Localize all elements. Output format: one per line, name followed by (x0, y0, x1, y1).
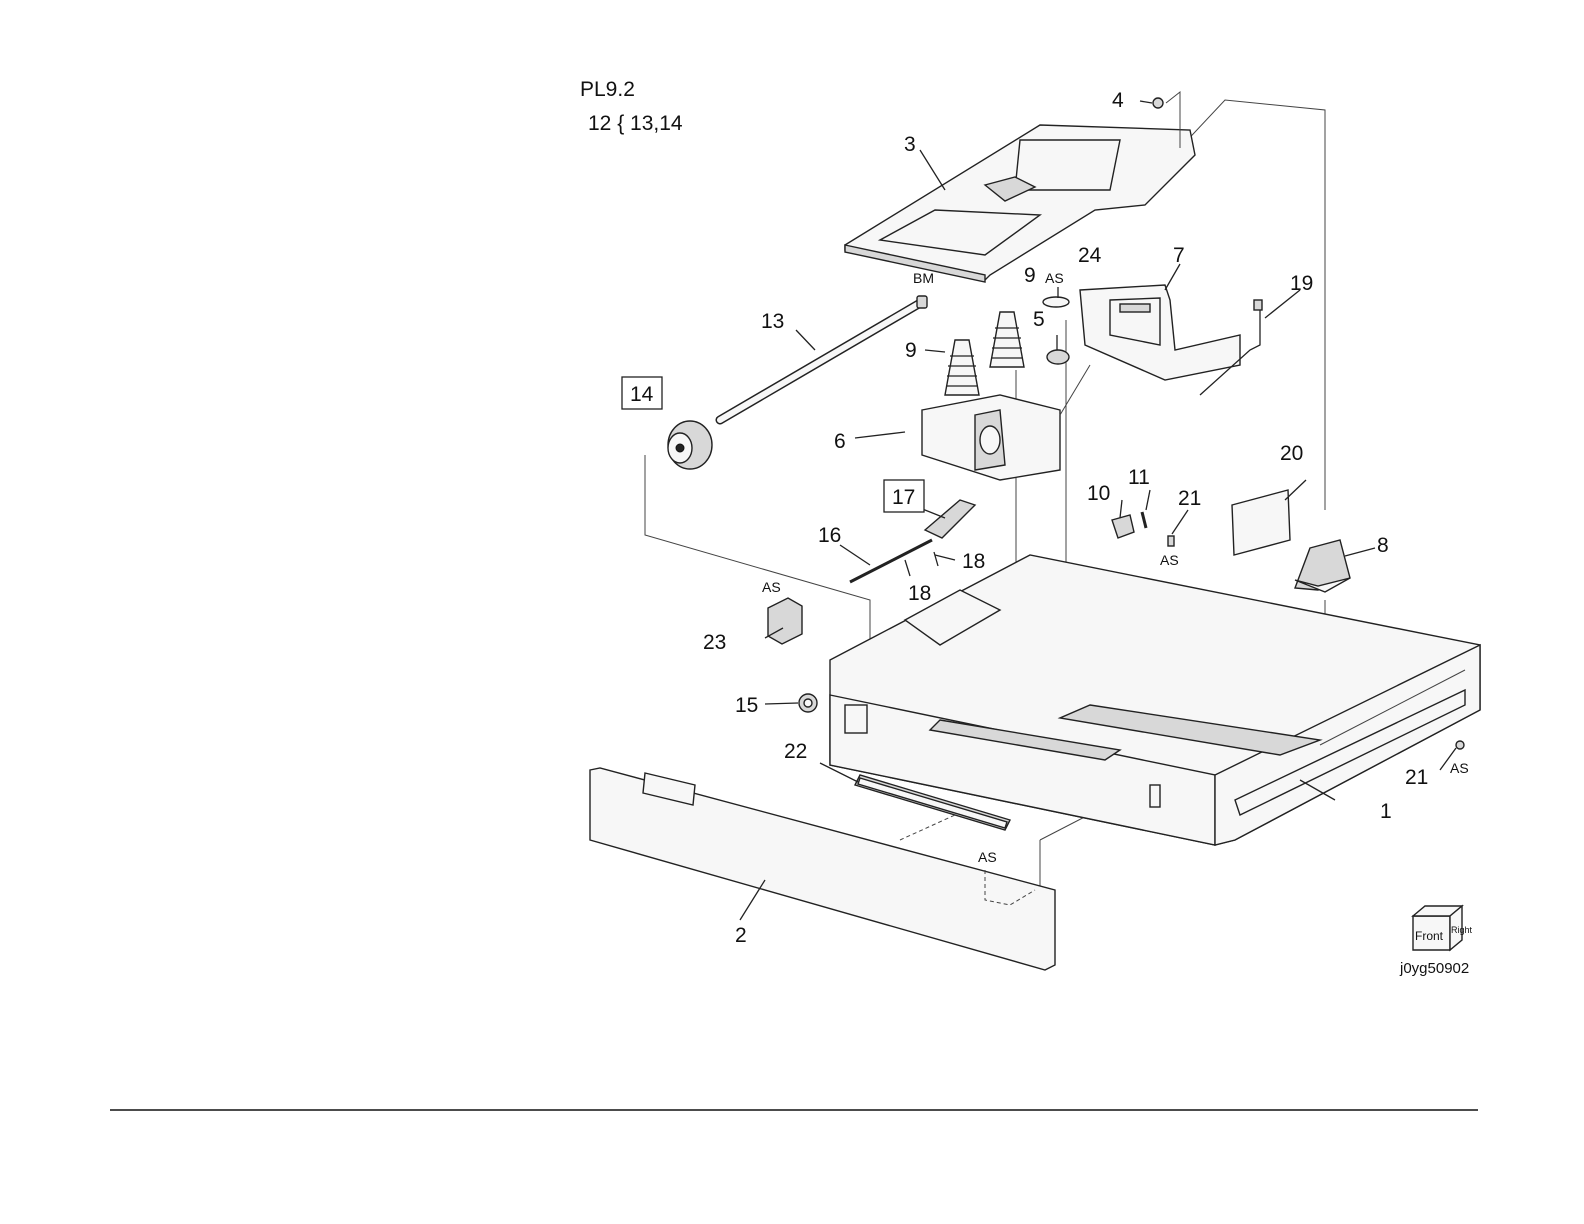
callout-7: 7 (1173, 244, 1185, 267)
part-16-rod (850, 540, 932, 582)
callout-10: 10 (1087, 482, 1110, 505)
callout-23: 23 (703, 631, 726, 654)
callout-21-right: 21 (1405, 766, 1428, 789)
part-10-lever (1112, 515, 1134, 538)
part-18-springs (905, 552, 938, 576)
part-9-spring-left (945, 340, 979, 395)
callout-16: 16 (818, 524, 841, 547)
callout-14: 14 (630, 383, 654, 406)
callout-1: 1 (1380, 800, 1392, 823)
part-3-top-plate (845, 125, 1195, 282)
callout-4: 4 (1112, 89, 1124, 112)
tag-as-23: AS (762, 579, 781, 595)
tag-as-24: AS (1045, 270, 1064, 286)
orientation-front: Front (1415, 929, 1444, 943)
tag-as-21b: AS (1450, 760, 1469, 776)
part-17-actuator (925, 500, 975, 538)
callout-13: 13 (761, 310, 784, 333)
callout-17: 17 (892, 486, 915, 509)
orientation-right: Right (1451, 925, 1473, 935)
callout-15: 15 (735, 694, 758, 717)
callout-8: 8 (1377, 534, 1389, 557)
callout-18-right: 18 (962, 550, 985, 573)
orientation-cube-icon: Front Right (1413, 906, 1473, 950)
part-11-spring (1142, 512, 1146, 528)
callout-18-left: 18 (908, 582, 931, 605)
callout-20: 20 (1280, 442, 1303, 465)
callout-9-left: 9 (905, 339, 917, 362)
part-14-roller (668, 421, 712, 469)
part-23-lock (768, 598, 802, 644)
parts-list-title: PL9.2 (580, 78, 635, 101)
part-2-front-cover (590, 768, 1055, 970)
tag-as-22: AS (978, 849, 997, 865)
part-21-pin-upper (1168, 536, 1174, 546)
part-7-end-guide (1080, 285, 1240, 380)
callout-2: 2 (735, 924, 747, 947)
part-9-spring-right (990, 312, 1024, 367)
part-15-gear (799, 694, 817, 712)
callout-9-right: 9 (1024, 264, 1036, 287)
tag-bm: BM (913, 270, 934, 286)
callout-19: 19 (1290, 272, 1313, 295)
part-20-label (1232, 490, 1290, 555)
callout-11: 11 (1128, 466, 1150, 489)
callout-3: 3 (904, 133, 916, 156)
part-5-bushing (1047, 350, 1069, 364)
part-24-washer (1043, 297, 1069, 307)
callout-21-upper: 21 (1178, 487, 1201, 510)
figure-id: j0yg50902 (1399, 960, 1469, 977)
callout-24: 24 (1078, 244, 1102, 267)
callout-6: 6 (834, 430, 846, 453)
part-8-stopper (1295, 540, 1350, 592)
callout-22: 22 (784, 740, 807, 763)
parts-list-note: 12 { 13,14 (588, 112, 683, 135)
part-13-shaft (720, 296, 927, 420)
part-21-pin-right (1456, 741, 1464, 749)
tag-as-21: AS (1160, 552, 1179, 568)
callout-5: 5 (1033, 308, 1045, 331)
